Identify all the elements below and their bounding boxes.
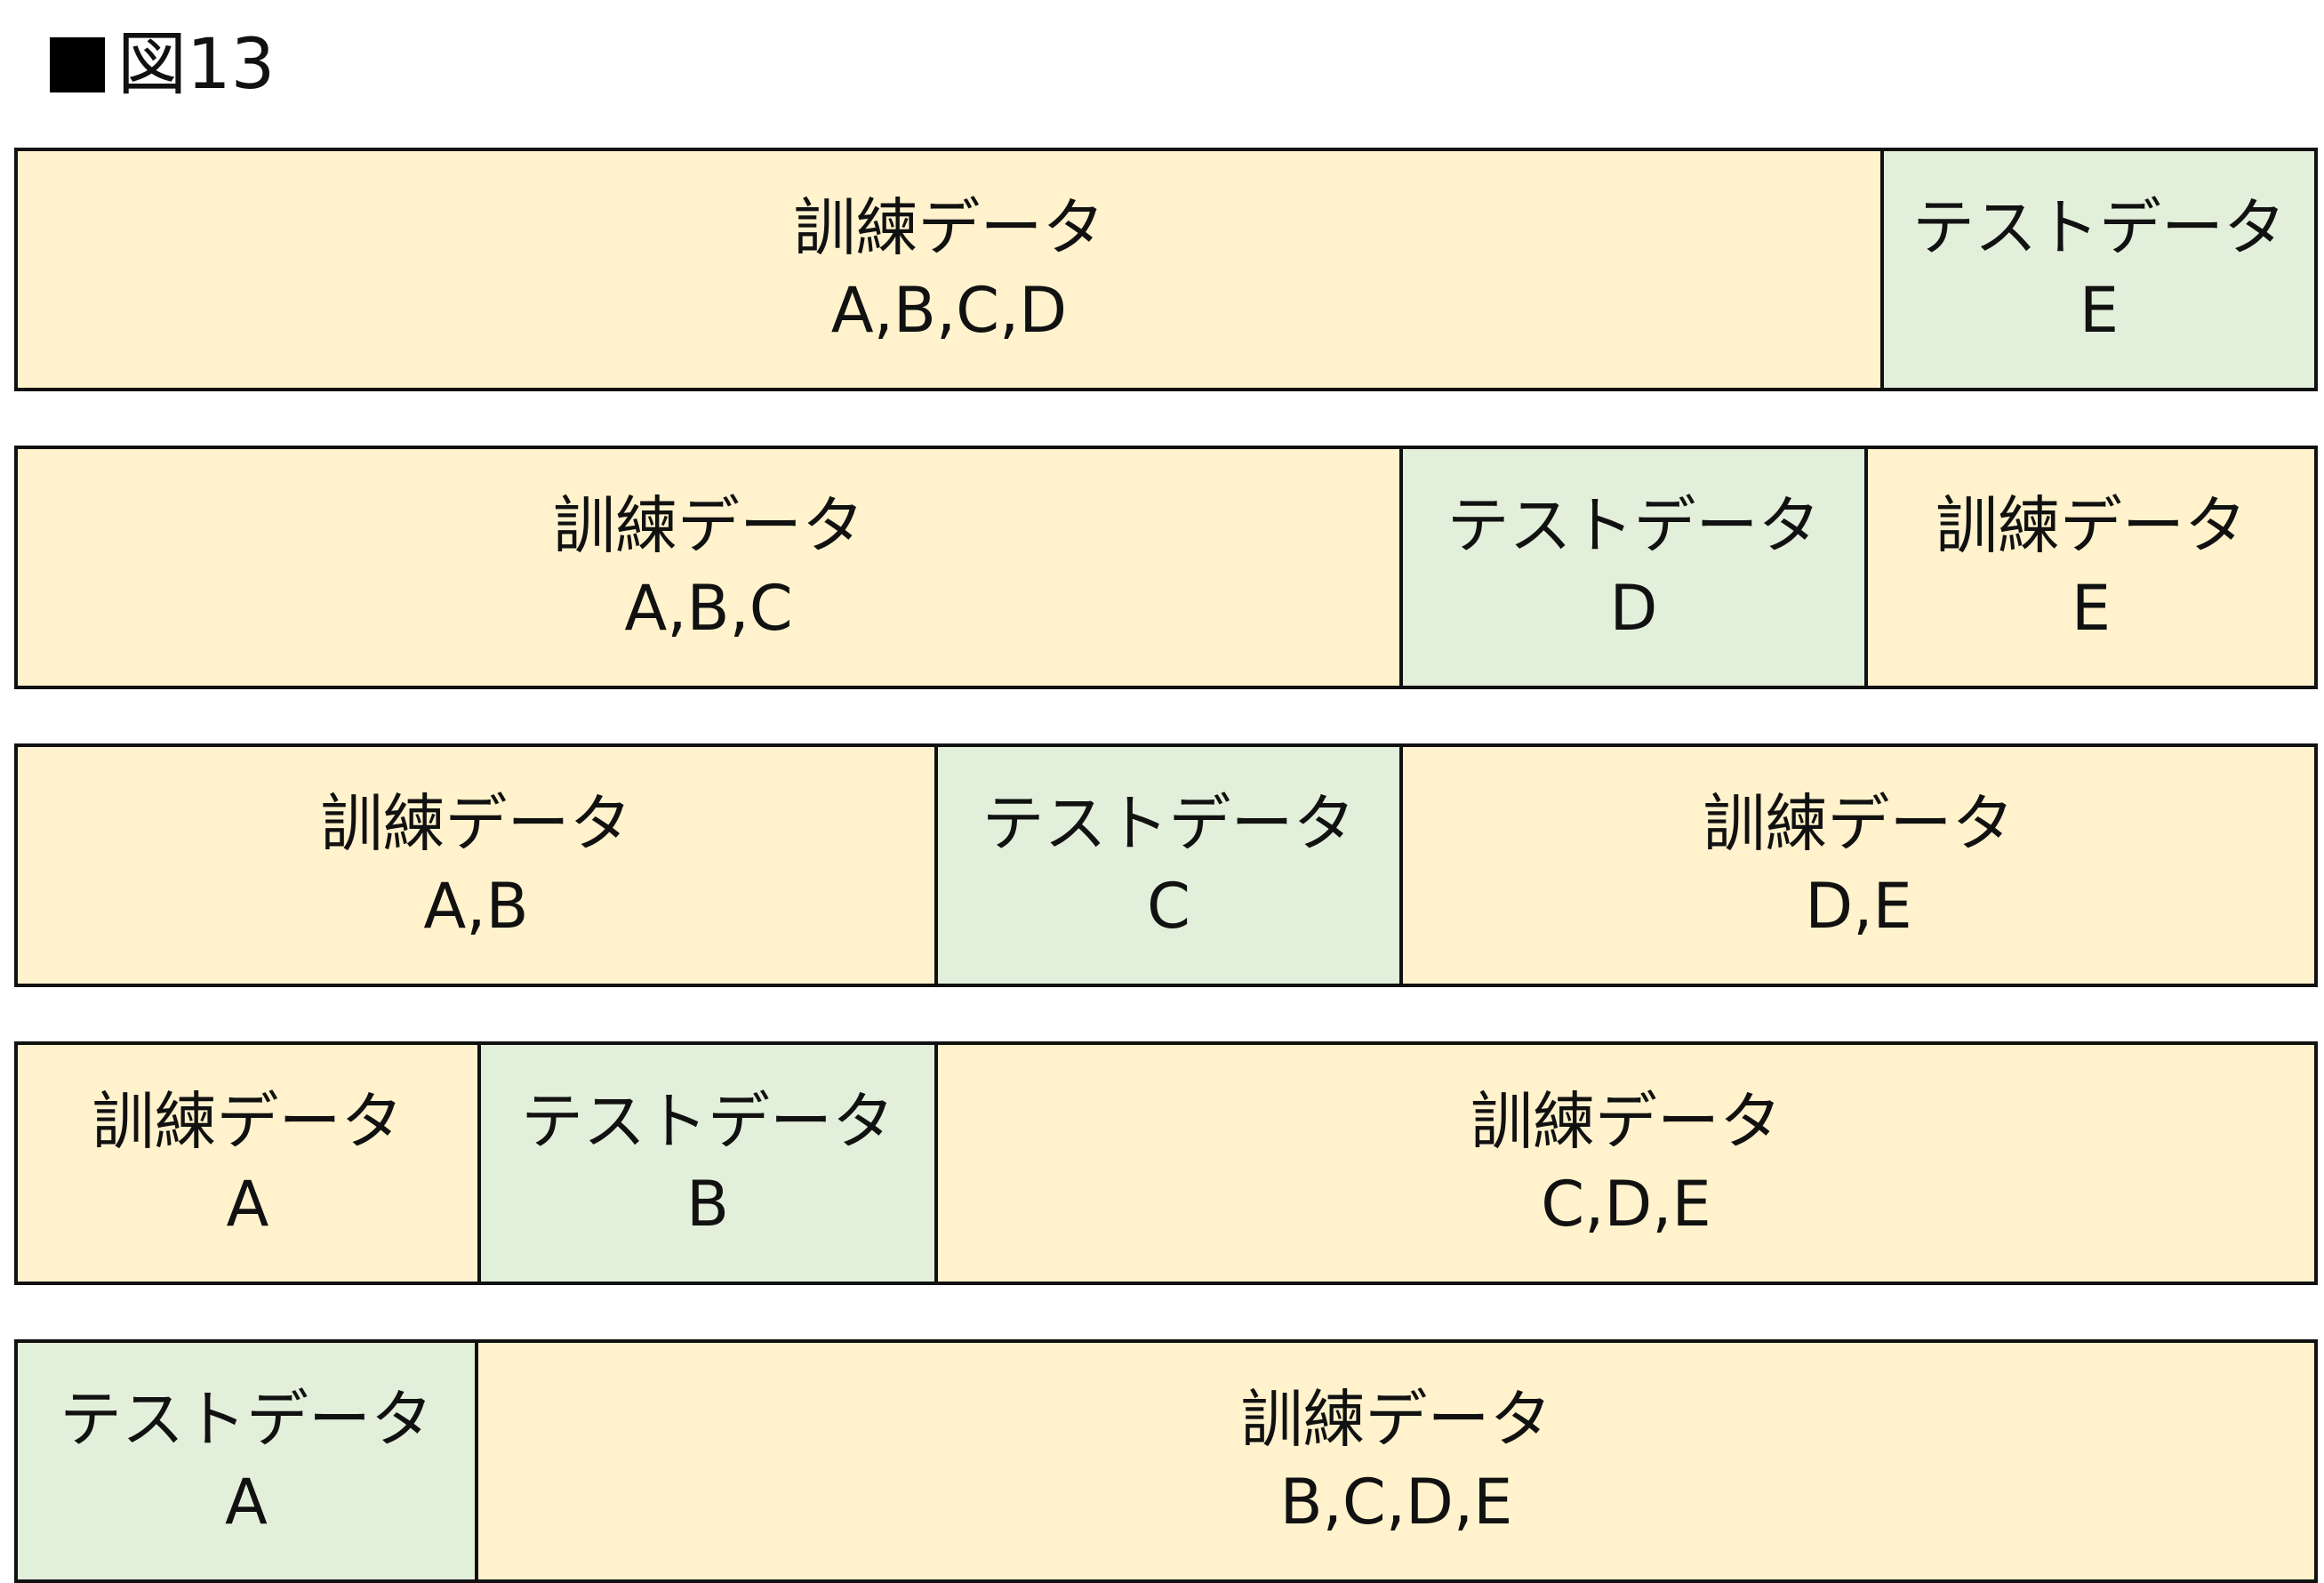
- fold-row-2: 訓練データ A,B,C テストデータ D 訓練データ E: [14, 446, 2318, 689]
- block-label: テストデータ: [982, 786, 1356, 860]
- block-folds: C,D,E: [1541, 1168, 1711, 1241]
- block-label: 訓練データ: [1240, 1382, 1552, 1456]
- test-block: テストデータ C: [934, 747, 1399, 984]
- block-label: テストデータ: [521, 1084, 894, 1158]
- train-block: 訓練データ A,B,C,D: [18, 151, 1880, 388]
- test-block: テストデータ A: [18, 1343, 475, 1579]
- block-folds: A,B: [423, 870, 529, 943]
- black-square-icon: [50, 37, 105, 92]
- block-label: 訓練データ: [92, 1084, 404, 1158]
- train-block: 訓練データ A,B: [18, 747, 934, 984]
- train-block: 訓練データ B,C,D,E: [475, 1343, 2314, 1579]
- block-folds: A: [226, 1168, 269, 1241]
- block-label: 訓練データ: [553, 488, 864, 562]
- test-block: テストデータ D: [1399, 449, 1864, 686]
- block-label: 訓練データ: [320, 786, 632, 860]
- block-label: 訓練データ: [1935, 488, 2247, 562]
- test-block: テストデータ B: [477, 1045, 934, 1282]
- block-label: 訓練データ: [1471, 1084, 1782, 1158]
- test-block: テストデータ E: [1880, 151, 2314, 388]
- block-label: 訓練データ: [1703, 786, 2015, 860]
- fold-row-3: 訓練データ A,B テストデータ C 訓練データ D,E: [14, 743, 2318, 987]
- block-folds: D: [1609, 572, 1658, 645]
- block-folds: B,C,D,E: [1279, 1466, 1513, 1539]
- block-folds: C: [1147, 870, 1190, 943]
- block-label: テストデータ: [60, 1382, 433, 1456]
- block-folds: A,B,C,D: [830, 274, 1068, 347]
- train-block: 訓練データ A,B,C: [18, 449, 1399, 686]
- block-label: 訓練データ: [793, 190, 1105, 264]
- block-folds: B: [685, 1168, 730, 1241]
- train-block: 訓練データ D,E: [1399, 747, 2314, 984]
- fold-row-4: 訓練データ A テストデータ B 訓練データ C,D,E: [14, 1041, 2318, 1285]
- fold-row-1: 訓練データ A,B,C,D テストデータ E: [14, 148, 2318, 391]
- fold-row-5: テストデータ A 訓練データ B,C,D,E: [14, 1339, 2318, 1583]
- figure-title-text: 図13: [117, 25, 276, 105]
- train-block: 訓練データ A: [18, 1045, 477, 1282]
- block-folds: A: [225, 1466, 268, 1539]
- train-block: 訓練データ C,D,E: [934, 1045, 2314, 1282]
- block-label: テストデータ: [1912, 190, 2286, 264]
- block-folds: A,B,C: [624, 572, 793, 645]
- block-folds: E: [2071, 572, 2112, 645]
- block-folds: D,E: [1805, 870, 1912, 943]
- block-label: テストデータ: [1446, 488, 1821, 562]
- train-block: 訓練データ E: [1864, 449, 2314, 686]
- block-folds: E: [2079, 274, 2120, 347]
- figure-title: 図13: [50, 16, 275, 114]
